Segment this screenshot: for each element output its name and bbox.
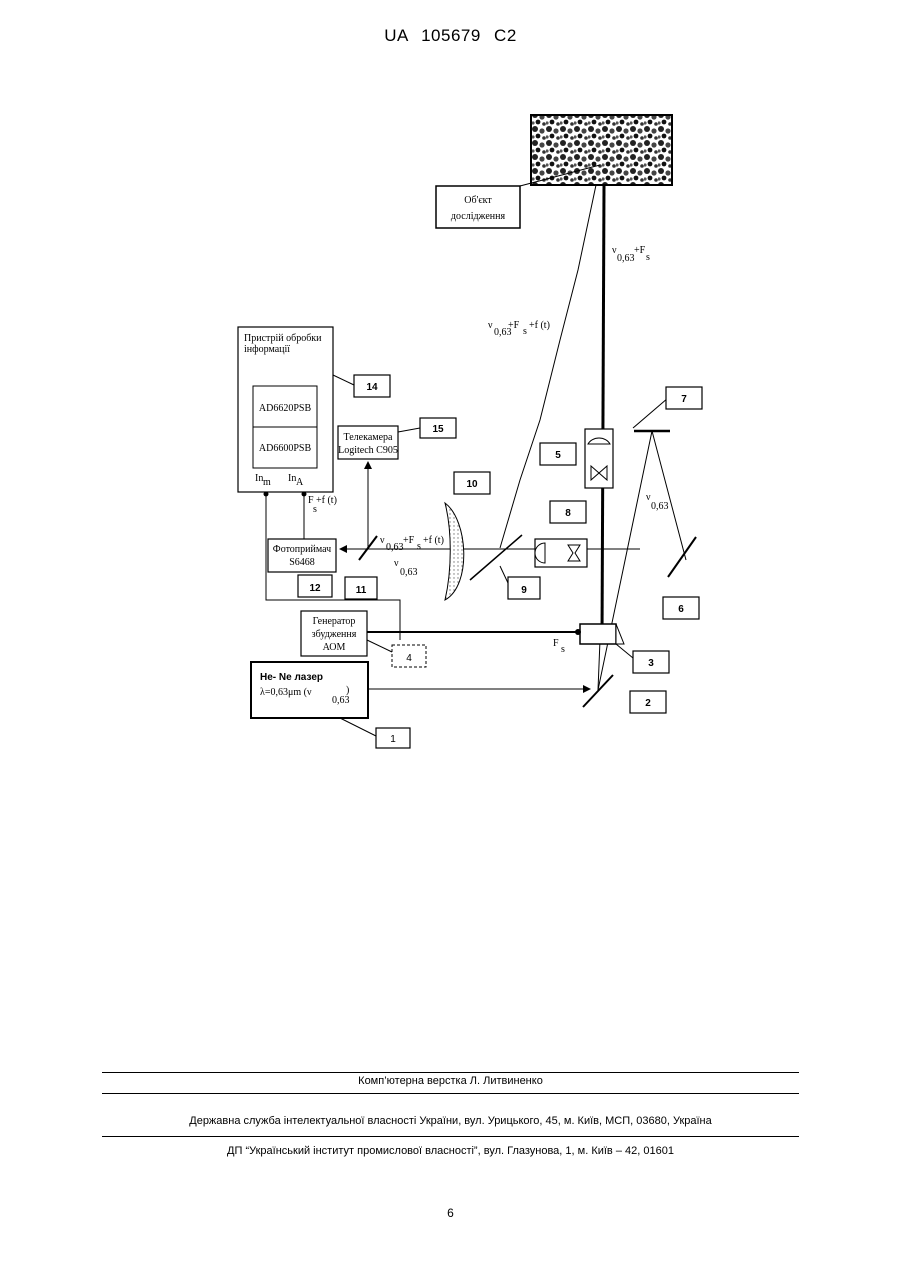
ref-2: 2 — [630, 691, 666, 713]
object-of-investigation — [531, 115, 672, 185]
svg-text:ν: ν — [394, 558, 399, 569]
photodetector-box: Фотоприймач S6468 — [268, 539, 336, 572]
ref-6: 6 — [663, 597, 699, 619]
svg-text:4: 4 — [406, 653, 412, 664]
svg-text:s: s — [417, 541, 421, 552]
ref-9: 9 — [508, 577, 540, 599]
svg-text:15: 15 — [432, 424, 444, 435]
svg-text:s: s — [523, 326, 527, 337]
svg-text:0,63: 0,63 — [386, 542, 404, 553]
chip-ad6620: AD6620PSB — [259, 403, 312, 414]
object-label-box: Об'єкт дослідження — [436, 186, 520, 228]
svg-text:5: 5 — [555, 450, 561, 461]
svg-text:+F: +F — [634, 245, 646, 256]
svg-text:1: 1 — [390, 734, 396, 745]
svg-text:0,63: 0,63 — [400, 567, 418, 578]
processing-unit: Пристрій обробки інформації AD6620PSB AD… — [238, 327, 333, 492]
svg-text:2: 2 — [645, 698, 651, 709]
svg-text:He- Ne лазер: He- Ne лазер — [260, 672, 323, 683]
ref-14: 14 — [354, 375, 390, 397]
svg-text:ν: ν — [380, 535, 385, 546]
element-5 — [585, 429, 613, 488]
svg-text:7: 7 — [681, 394, 687, 405]
footer-rule-top — [102, 1072, 799, 1073]
processor-label-line1: Пристрій обробки — [244, 333, 322, 344]
object-label-line1: Об'єкт — [464, 195, 492, 206]
ref-3: 3 — [633, 651, 669, 673]
svg-text:Logitech C905: Logitech C905 — [338, 445, 398, 456]
svg-text:S6468: S6468 — [289, 557, 315, 568]
svg-text:12: 12 — [309, 583, 321, 594]
svg-text:+F: +F — [403, 535, 415, 546]
ref-10: 10 — [454, 472, 490, 494]
svg-text:3: 3 — [648, 658, 654, 669]
footer-typesetting: Комп’ютерна верстка Л. Литвиненко — [0, 1075, 901, 1087]
svg-text:АОМ: АОМ — [323, 642, 346, 653]
svg-text:): ) — [346, 685, 349, 696]
footer-agency: Державна служба інтелектуальної власност… — [0, 1115, 901, 1127]
ref-11: 11 — [345, 577, 377, 599]
svg-text:+f (t): +f (t) — [423, 535, 444, 546]
ref-1: 1 — [376, 728, 410, 748]
aom-3 — [580, 624, 624, 644]
laser-box: He- Ne лазер λ=0,63μm (ν 0,63 ) — [251, 662, 368, 718]
svg-text:Фотоприймач: Фотоприймач — [273, 544, 331, 555]
generator-box: Генератор збудження АОМ — [301, 611, 367, 656]
svg-text:0,63: 0,63 — [651, 501, 669, 512]
optical-setup-diagram: Об'єкт дослідження Пристрій обробки інфо… — [0, 0, 901, 800]
svg-text:11: 11 — [356, 585, 367, 596]
svg-text:ν: ν — [488, 320, 493, 331]
ref-8: 8 — [550, 501, 586, 523]
svg-text:0,63: 0,63 — [617, 253, 635, 264]
footer-rule-mid — [102, 1093, 799, 1094]
svg-text:+f (t): +f (t) — [316, 495, 337, 506]
camera-box: Телекамера Logitech C905 — [338, 426, 398, 459]
svg-text:збудження: збудження — [312, 629, 357, 640]
ref-4: 4 — [392, 645, 426, 667]
svg-text:A: A — [296, 477, 304, 488]
lens-10 — [445, 503, 464, 600]
element-8 — [535, 539, 587, 567]
processor-label-line2: інформації — [244, 344, 290, 355]
ref-12: 12 — [298, 575, 332, 597]
svg-text:m: m — [263, 477, 271, 488]
page-number: 6 — [0, 1206, 901, 1220]
svg-text:8: 8 — [565, 508, 571, 519]
svg-text:14: 14 — [366, 382, 378, 393]
svg-text:6: 6 — [678, 604, 684, 615]
svg-text:Телекамера: Телекамера — [344, 432, 394, 443]
footer-institute: ДП “Український інститут промислової вла… — [0, 1145, 901, 1157]
svg-text:10: 10 — [466, 479, 478, 490]
footer-rule-bottom — [102, 1136, 799, 1137]
svg-text:0,63: 0,63 — [332, 695, 350, 706]
ref-5: 5 — [540, 443, 576, 465]
svg-text:s: s — [561, 644, 565, 655]
svg-text:9: 9 — [521, 585, 527, 596]
svg-text:+f (t): +f (t) — [529, 320, 550, 331]
chip-ad6600: AD6600PSB — [259, 443, 312, 454]
svg-text:+F: +F — [508, 320, 520, 331]
svg-text:s: s — [646, 252, 650, 263]
ref-15: 15 — [420, 418, 456, 438]
ref-7: 7 — [666, 387, 702, 409]
svg-text:λ=0,63μm (ν: λ=0,63μm (ν — [260, 687, 312, 698]
svg-text:Генератор: Генератор — [313, 616, 356, 627]
object-label-line2: дослідження — [451, 211, 506, 222]
svg-text:F: F — [553, 638, 559, 649]
